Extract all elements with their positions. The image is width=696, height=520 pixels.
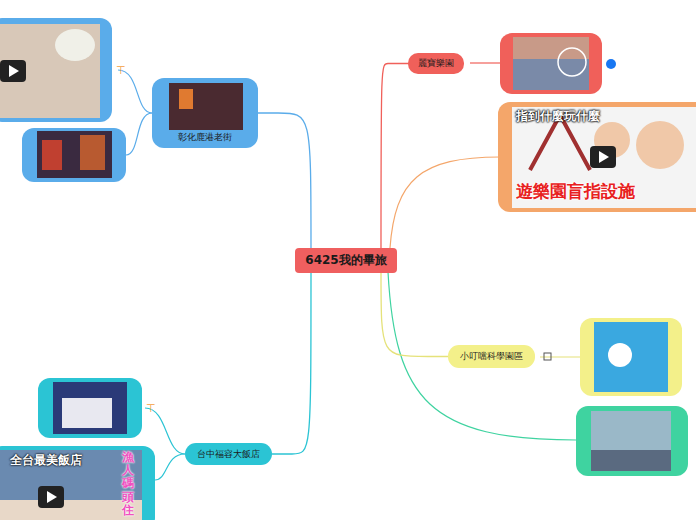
video-thumbnail <box>0 450 142 520</box>
topic-text: 6425我的畢旅 <box>305 252 386 269</box>
branch-connector <box>258 113 311 248</box>
park-photo <box>513 37 589 90</box>
topic-card: 彰化鹿港老街 <box>152 78 258 148</box>
branch-topic: 麗寶樂園 <box>408 53 464 74</box>
branch-line <box>390 157 500 248</box>
link-icon <box>544 353 551 360</box>
video-thumbnail <box>512 107 696 208</box>
branch-line <box>540 356 580 357</box>
branch-topic: 小叮噹科學園區 <box>448 345 535 368</box>
svg-text:⊤: ⊤ <box>146 402 156 415</box>
topic-text: 小叮噹科學園區 <box>460 350 523 363</box>
image-card <box>22 128 126 182</box>
image-card <box>580 318 682 396</box>
image-card <box>500 33 602 94</box>
svg-text:⊤: ⊤ <box>116 64 126 77</box>
image-card <box>576 406 688 476</box>
image-card <box>38 378 142 438</box>
street-photo <box>37 131 112 178</box>
thumbnail-caption: 漁人碼頭住 <box>122 451 134 517</box>
video-card <box>0 18 112 122</box>
central-topic: 6425我的畢旅 <box>295 248 397 273</box>
thumbnail-caption: 指到什麼玩什麼 <box>516 108 600 125</box>
branch-connector <box>272 273 311 454</box>
topic-text: 彰化鹿港老街 <box>178 131 232 144</box>
thumbnail-caption: 全台最美飯店 <box>10 452 82 469</box>
video-thumbnail <box>0 24 100 118</box>
branch-connector <box>381 273 448 357</box>
play-button <box>590 146 616 168</box>
play-button <box>38 486 64 508</box>
video-card <box>0 446 155 520</box>
branch-connector <box>381 64 408 249</box>
facebook-icon <box>606 59 616 69</box>
thumbnail-caption: 遊樂園盲指設施 <box>516 180 635 203</box>
branch-line <box>126 113 152 155</box>
street-photo <box>169 83 243 130</box>
branch-topic: 台中福容大飯店 <box>185 443 272 465</box>
food-plate <box>55 29 95 61</box>
water-park-photo <box>591 411 671 471</box>
topic-text: 麗寶樂園 <box>418 57 454 70</box>
hotel-photo <box>53 382 127 434</box>
branch-line <box>470 62 500 63</box>
topic-text: 台中福容大飯店 <box>197 448 260 461</box>
branch-line <box>155 454 185 480</box>
play-button <box>0 60 26 82</box>
video-card <box>498 102 696 212</box>
logo-picture <box>594 322 668 392</box>
